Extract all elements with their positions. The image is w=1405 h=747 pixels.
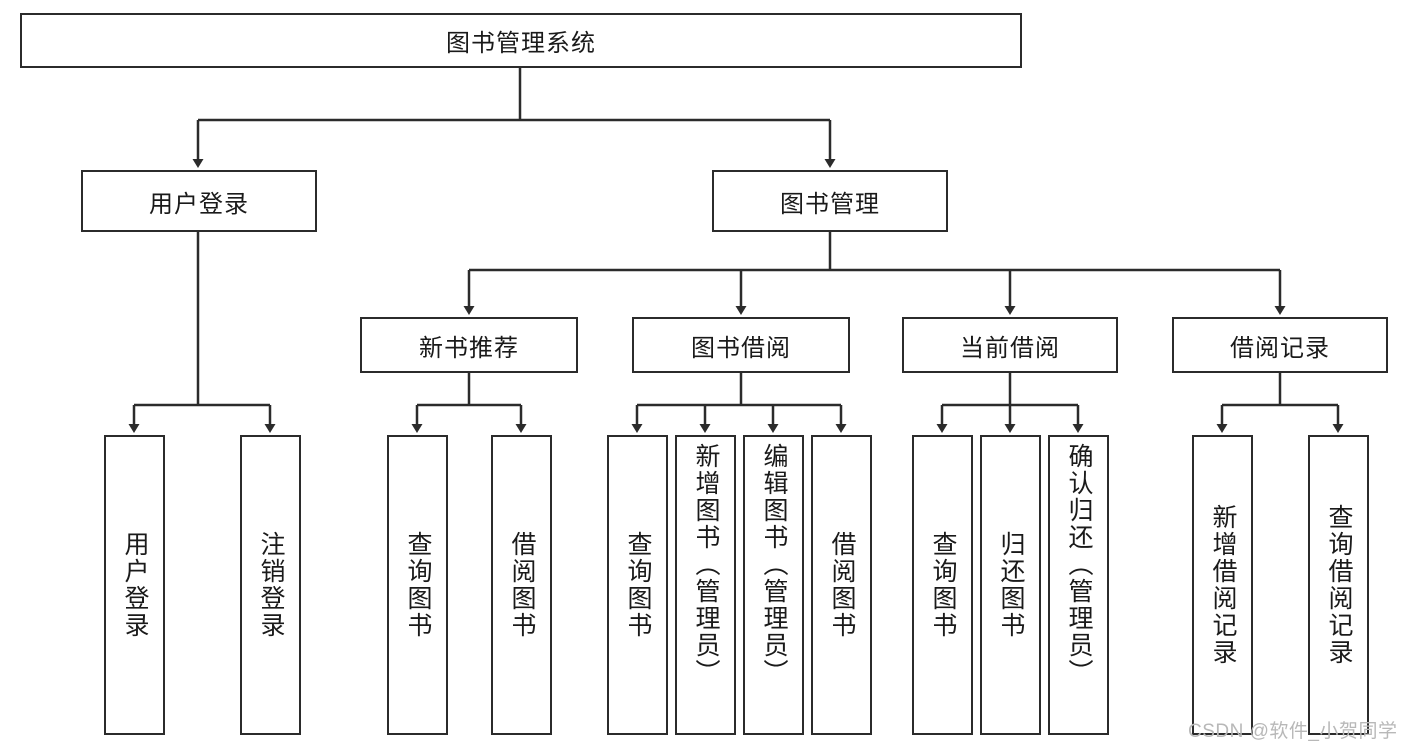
node-label: 借阅记录 (1230, 334, 1330, 362)
node-new-book-recommend[interactable]: 新书推荐 (360, 317, 578, 373)
node-label: 借阅图书 (508, 531, 536, 639)
node-label: 用户登录 (121, 531, 149, 639)
node-label: 查询借阅记录 (1325, 504, 1353, 666)
node-label: 新增借阅记录 (1209, 504, 1237, 666)
node-user-login[interactable]: 用户登录 (81, 170, 317, 232)
node-label: 查询图书 (624, 531, 652, 639)
node-current-borrow[interactable]: 当前借阅 (902, 317, 1118, 373)
leaf-borrow-record-add-record[interactable]: 新增借阅记录 (1192, 435, 1253, 735)
node-label: 注销登录 (257, 531, 285, 639)
node-label: 查询图书 (404, 531, 432, 639)
node-root-book-management-system[interactable]: 图书管理系统 (20, 13, 1022, 68)
node-label: 当前借阅 (960, 334, 1060, 362)
node-book-management[interactable]: 图书管理 (712, 170, 948, 232)
leaf-user-login-login[interactable]: 用户登录 (104, 435, 165, 735)
node-label: 图书借阅 (691, 334, 791, 362)
leaf-current-borrow-return-book[interactable]: 归还图书 (980, 435, 1041, 735)
node-borrow-record[interactable]: 借阅记录 (1172, 317, 1388, 373)
node-label: 归还图书 (997, 531, 1025, 639)
node-label: 图书管理系统 (446, 30, 596, 57)
leaf-book-borrow-edit-book-admin[interactable]: 编辑图书（管理员） (743, 435, 804, 735)
leaf-new-book-query-book[interactable]: 查询图书 (387, 435, 448, 735)
leaf-book-borrow-query-book[interactable]: 查询图书 (607, 435, 668, 735)
leaf-user-login-logout[interactable]: 注销登录 (240, 435, 301, 735)
node-label: 查询图书 (929, 531, 957, 639)
leaf-current-borrow-query-book[interactable]: 查询图书 (912, 435, 973, 735)
node-label: 确认归还（管理员） (1065, 443, 1093, 686)
node-label: 图书管理 (780, 190, 880, 218)
leaf-current-borrow-confirm-return-admin[interactable]: 确认归还（管理员） (1048, 435, 1109, 735)
node-label: 借阅图书 (828, 531, 856, 639)
node-book-borrow[interactable]: 图书借阅 (632, 317, 850, 373)
node-label: 用户登录 (149, 190, 249, 218)
node-label: 新书推荐 (419, 334, 519, 362)
node-label: 编辑图书（管理员） (760, 443, 788, 686)
leaf-book-borrow-borrow-book[interactable]: 借阅图书 (811, 435, 872, 735)
leaf-book-borrow-add-book-admin[interactable]: 新增图书（管理员） (675, 435, 736, 735)
node-label: 新增图书（管理员） (692, 443, 720, 686)
watermark-text: CSDN @软件_小贺同学 (1188, 721, 1398, 742)
leaf-borrow-record-query-record[interactable]: 查询借阅记录 (1308, 435, 1369, 735)
leaf-new-book-borrow-book[interactable]: 借阅图书 (491, 435, 552, 735)
